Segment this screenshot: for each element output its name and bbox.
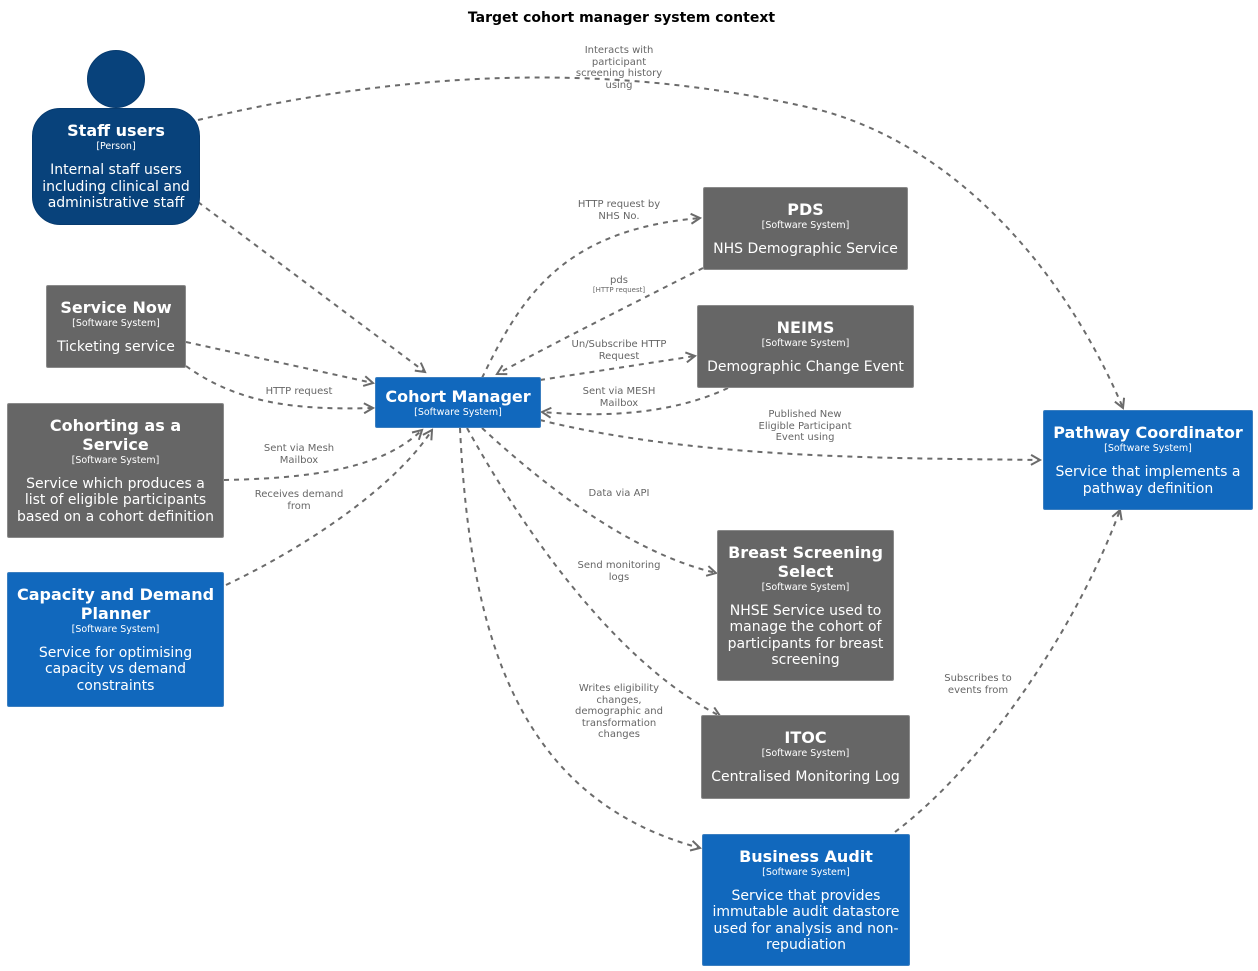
node-type: [Software System] <box>414 406 502 418</box>
edge-label-cohort-itoc: Send monitoring logs <box>577 560 661 583</box>
node-pathway-coordinator[interactable]: Pathway Coordinator [Software System] Se… <box>1043 410 1253 510</box>
node-name: Breast Screening Select <box>728 542 883 581</box>
node-cohort-manager[interactable]: Cohort Manager [Software System] <box>375 377 541 428</box>
edge-cohort-pds <box>481 218 700 379</box>
edge-label-pds-cohort-text: pds <box>610 274 628 286</box>
node-desc: Centralised Monitoring Log <box>711 769 900 786</box>
node-name: Staff users <box>67 121 165 141</box>
node-type: [Software System] <box>71 454 160 466</box>
node-desc: NHS Demographic Service <box>713 240 898 257</box>
node-name: Cohorting as a Service <box>49 415 182 454</box>
node-capacity-demand-planner[interactable]: Capacity and Demand Planner [Software Sy… <box>7 572 224 707</box>
edge-audit-pathway <box>894 510 1120 833</box>
node-desc: Service that implements a pathway defini… <box>1055 464 1241 497</box>
node-desc: Service that provides immutable audit da… <box>712 887 900 954</box>
edge-caas-cohort <box>223 430 422 481</box>
node-type: [Software System] <box>761 748 850 760</box>
node-type: [Software System] <box>761 581 850 593</box>
edge-servicenow-cohort-2 <box>185 365 373 408</box>
node-desc: Internal staff users including clinical … <box>42 162 190 212</box>
node-name: Service Now <box>60 297 172 317</box>
edge-label-servicenow-cohort: HTTP request <box>265 386 333 397</box>
node-desc: NHSE Service used to manage the cohort o… <box>727 602 884 669</box>
node-staff-users[interactable]: Staff users [Person] Internal staff user… <box>32 108 200 225</box>
node-desc: Service which produces a list of eligibl… <box>17 475 214 525</box>
edge-label-staff-pathway: Interacts with participant screening his… <box>575 45 663 91</box>
edge-staff-pathway <box>197 76 1123 409</box>
node-cohorting-as-a-service[interactable]: Cohorting as a Service [Software System]… <box>7 403 224 538</box>
edge-neims-cohort <box>542 387 729 414</box>
node-desc: Service for optimising capacity vs deman… <box>38 644 193 694</box>
node-type: [Software System] <box>71 623 160 635</box>
node-business-audit[interactable]: Business Audit [Software System] Service… <box>702 834 910 966</box>
node-type: [Software System] <box>761 337 850 349</box>
edge-staff-cohort <box>197 201 425 372</box>
edge-label-capacity-cohort: Receives demand from <box>254 489 344 512</box>
node-name: NEIMS <box>776 317 835 337</box>
edge-cohort-bss <box>481 427 716 573</box>
edge-label-cohort-neims: Un/Subscribe HTTP Request <box>571 339 667 362</box>
node-type: [Person] <box>96 141 136 153</box>
node-service-now[interactable]: Service Now [Software System] Ticketing … <box>46 285 186 368</box>
diagram-title: Target cohort manager system context <box>467 10 776 26</box>
edge-label-neims-cohort: Sent via MESH Mailbox <box>582 386 656 409</box>
node-type: [Software System] <box>762 866 850 878</box>
edge-label-cohort-pds: HTTP request by NHS No. <box>577 199 661 222</box>
node-name: Pathway Coordinator <box>1053 423 1243 442</box>
node-type: [Software System] <box>761 219 850 231</box>
person-head-icon <box>87 50 145 108</box>
node-type: [Software System] <box>72 317 160 329</box>
edge-cohort-audit <box>459 427 700 848</box>
node-name: Cohort Manager <box>385 386 531 406</box>
edge-cohort-neims <box>539 356 695 381</box>
edge-label-cohort-audit: Writes eligibility changes, demographic … <box>575 683 663 740</box>
edge-label-cohort-pathway: Published New Eligible Participant Event… <box>758 409 852 443</box>
edge-servicenow-cohort <box>185 341 373 383</box>
node-type: [Software System] <box>1104 443 1192 454</box>
node-name: ITOC <box>784 728 827 748</box>
node-neims[interactable]: NEIMS [Software System] Demographic Chan… <box>697 305 914 388</box>
edge-cohort-pathway <box>539 419 1040 460</box>
edge-label-cohort-bss: Data via API <box>588 488 650 499</box>
node-name: PDS <box>787 199 824 219</box>
edge-cohort-itoc <box>466 427 720 716</box>
node-pds[interactable]: PDS [Software System] NHS Demographic Se… <box>703 187 908 270</box>
node-desc: Demographic Change Event <box>707 358 904 375</box>
edge-label-pds-cohort: pds [HTTP request] <box>593 263 645 307</box>
edge-label-caas-cohort: Sent via Mesh Mailbox <box>263 443 335 466</box>
node-itoc[interactable]: ITOC [Software System] Centralised Monit… <box>701 715 910 799</box>
edge-label-pds-cohort-tech: [HTTP request] <box>592 286 646 294</box>
node-name: Capacity and Demand Planner <box>16 584 215 623</box>
edge-pds-cohort <box>497 267 704 374</box>
edge-label-audit-pathway: Subscribes to events from <box>944 673 1012 696</box>
node-name: Business Audit <box>739 846 873 866</box>
node-desc: Ticketing service <box>57 338 175 355</box>
node-breast-screening-select[interactable]: Breast Screening Select [Software System… <box>717 530 894 681</box>
